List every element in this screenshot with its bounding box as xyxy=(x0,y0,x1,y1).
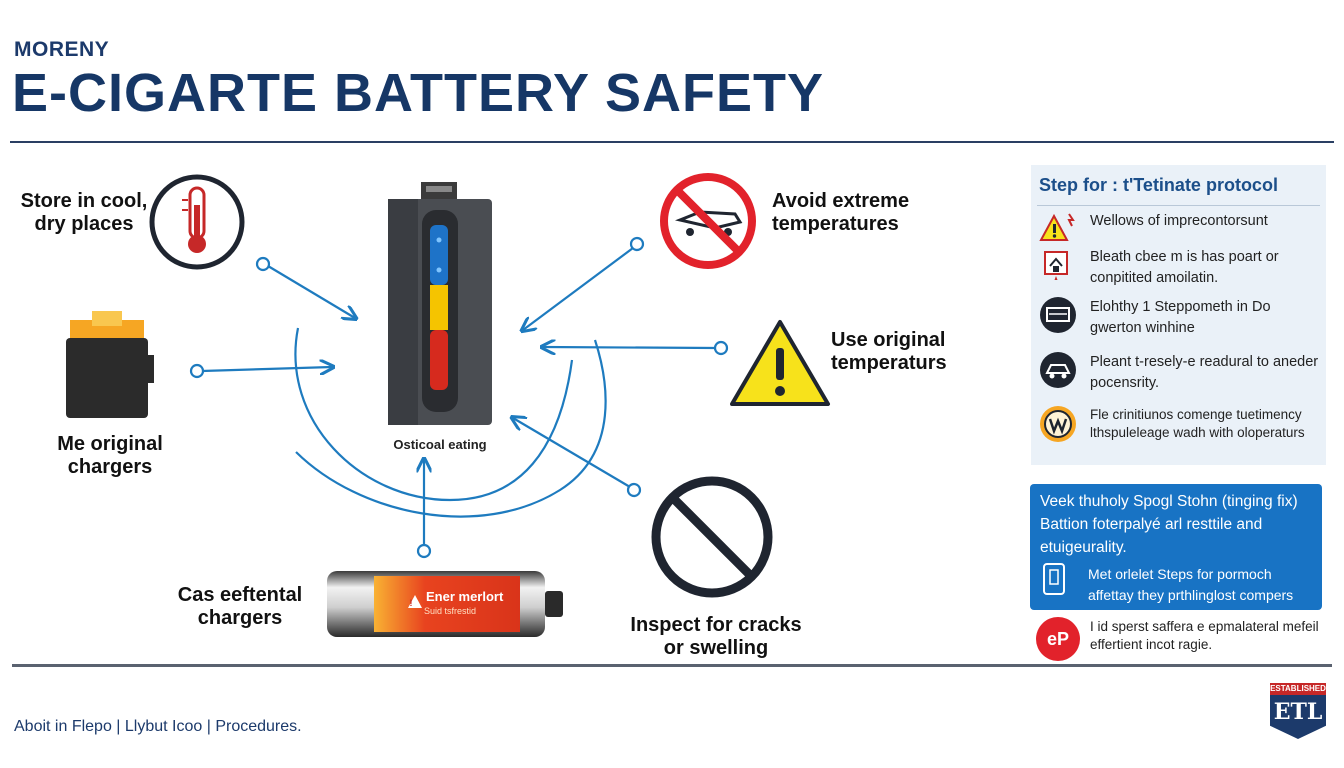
prohibition-icon xyxy=(660,173,756,269)
header-divider xyxy=(10,141,1334,143)
arrow-inspect xyxy=(513,418,631,488)
battery-icon xyxy=(388,182,492,425)
callout-box: Veek thuholy Spogl Stohn (tinging fix) B… xyxy=(1030,484,1322,610)
callout-subtext: Met orlelet Steps for pormoch affettay t… xyxy=(1088,566,1294,603)
phone-icon xyxy=(1043,563,1065,595)
protocol-item-text: Bleath cbee m is has poart or conpitited… xyxy=(1090,249,1279,286)
brand-name: MORENY xyxy=(14,38,110,61)
protocol-item: Fle crinitiunos comenge tuetimency lthsp… xyxy=(1039,405,1322,461)
protocol-title: Step for : t'Tetinate protocol xyxy=(1039,175,1278,195)
logo-banner: ESTABLISHED xyxy=(1270,683,1326,695)
warning-triangle-icon xyxy=(730,320,830,406)
warning-icon xyxy=(1039,213,1075,241)
ep-badge-icon: eP xyxy=(1036,617,1080,661)
vehicle-icon xyxy=(1040,352,1076,388)
protocol-divider xyxy=(1037,205,1320,206)
note-text: I id sperst saffera e epmalateral mefeil… xyxy=(1090,619,1319,652)
protocol-panel: Step for : t'Tetinate protocol Wellows o… xyxy=(1031,165,1326,465)
arrow-use-original xyxy=(543,347,717,348)
charger-icon xyxy=(66,311,154,418)
footer-divider xyxy=(12,664,1332,667)
protocol-item-text: Wellows of imprecontorsunt xyxy=(1090,213,1268,229)
connector-arrows xyxy=(189,236,729,559)
protocol-item-text: Fle crinitiunos comenge tuetimency lthsp… xyxy=(1090,407,1305,440)
arc-left xyxy=(295,339,607,518)
no-sign-icon xyxy=(651,476,773,598)
protocol-item: Bleath cbee m is has poart or conpitited… xyxy=(1039,246,1322,292)
cell-sublabel: Suid tsfrestid xyxy=(424,606,476,616)
protocol-item-text: Pleant t-resely-e readural to aneder poc… xyxy=(1090,354,1319,391)
monitor-icon xyxy=(1040,297,1076,333)
battery-cell-icon: ! Ener merlort Suid tsfrestid xyxy=(327,571,563,637)
cell-label: Ener merlort xyxy=(426,589,504,604)
arrow-original-chargers xyxy=(201,367,332,371)
etl-logo: ESTABLISHED ETL xyxy=(1270,683,1326,739)
label-original-chargers: Me original chargers xyxy=(57,433,163,478)
logo-mark: ETL xyxy=(1273,699,1323,725)
protocol-item: Elohthy 1 Steppometh in Do gwerton winhi… xyxy=(1039,296,1322,342)
label-store: Store in cool, dry places xyxy=(20,190,148,235)
footer-links: Aboit in Flepo | Llybut Icoo | Procedure… xyxy=(14,718,302,735)
arrow-store xyxy=(267,265,355,318)
wifi-badge-icon xyxy=(1040,406,1076,442)
protocol-item: Pleant t-resely-e readural to aneder poc… xyxy=(1039,351,1322,397)
label-avoid: Avoid extreme temperatures xyxy=(772,190,910,235)
protocol-item: Wellows of imprecontorsunt xyxy=(1039,210,1322,256)
battery-caption: Osticoal eating xyxy=(393,437,487,452)
house-icon xyxy=(1044,251,1068,280)
protocol-item-text: Elohthy 1 Steppometh in Do gwerton winhi… xyxy=(1090,299,1271,336)
page-title: E-CIGARTE BATTERY SAFETY xyxy=(12,63,825,123)
label-use-original: Use original temperaturs xyxy=(831,329,947,374)
label-inspect: Inspect for cracks or swelling xyxy=(630,614,802,659)
thermometer-icon xyxy=(149,174,245,270)
label-external-chargers: Cas eeftental chargers xyxy=(177,584,303,629)
callout-heading: Veek thuholy Spogl Stohn (tinging fix) B… xyxy=(1040,493,1298,556)
arrow-avoid xyxy=(523,247,634,330)
svg-text:!: ! xyxy=(410,598,413,608)
arc-outer xyxy=(294,327,574,502)
